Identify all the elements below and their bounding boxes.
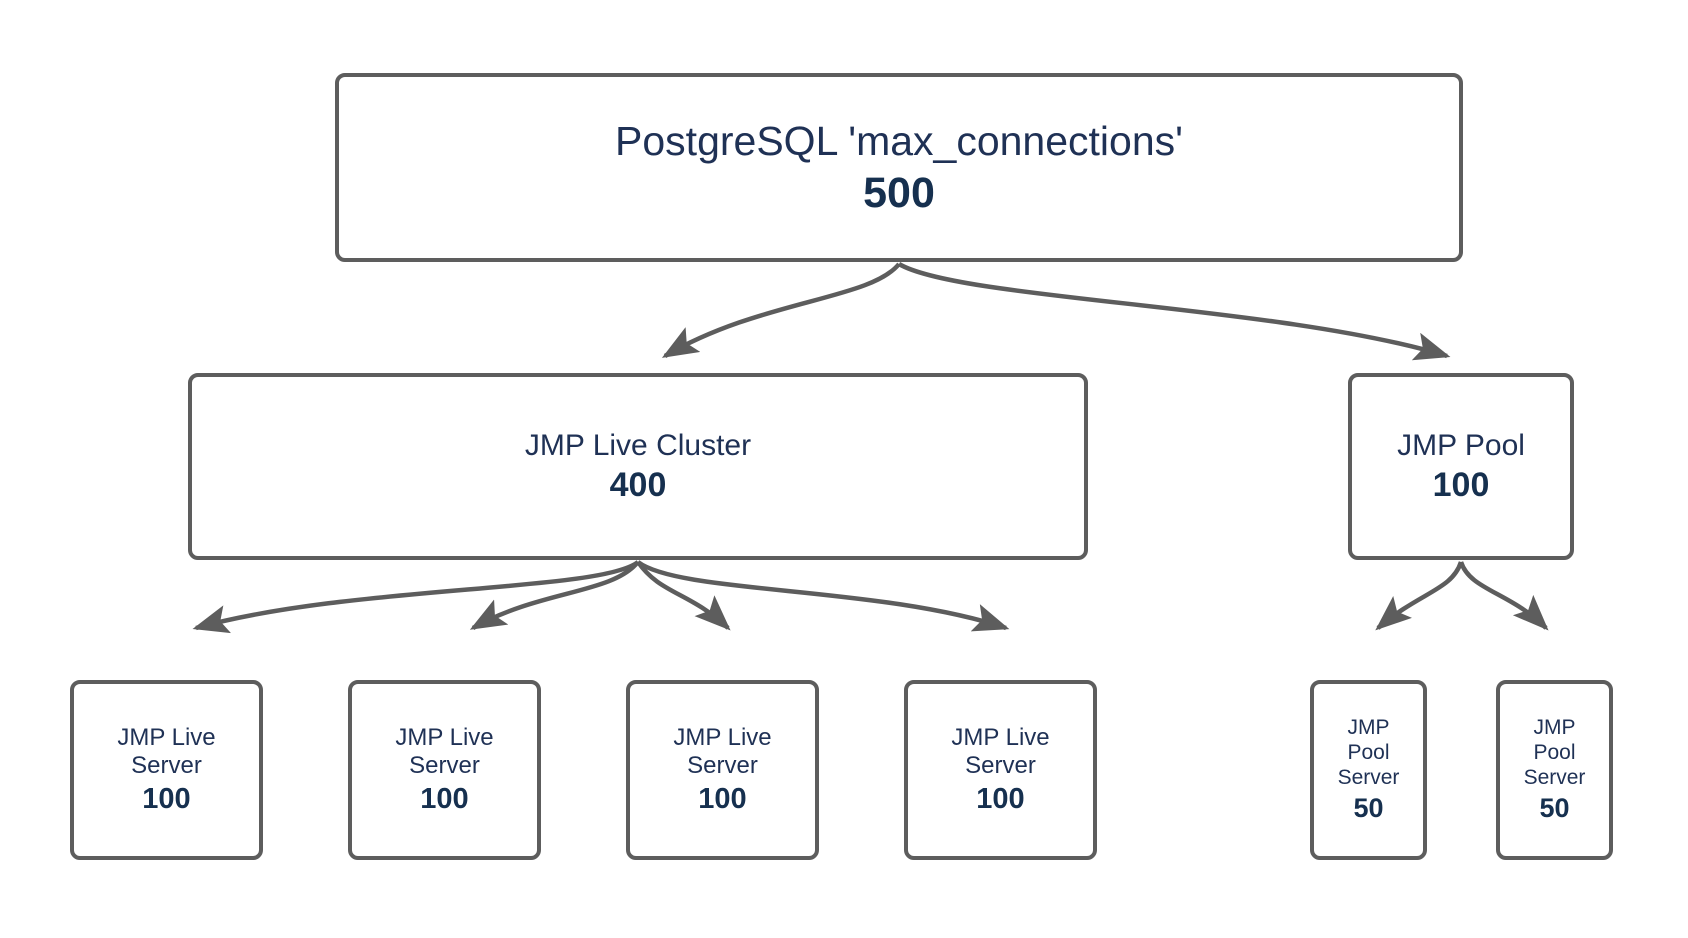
edge-live-cluster-to-server-4 (636, 560, 1010, 632)
node-value: 100 (142, 783, 191, 816)
node-jmp-pool[interactable]: JMP Pool 100 (1348, 373, 1574, 560)
edge-pool-to-pool-server-2 (1458, 561, 1549, 631)
node-jmp-live-server[interactable]: JMP Live Server 100 (626, 680, 819, 860)
node-label: JMP Live Server (395, 723, 494, 779)
node-postgresql-max-connections[interactable]: PostgreSQL 'max_connections' 500 (335, 73, 1463, 262)
edge-live-cluster-to-server-2 (469, 560, 640, 630)
edge-live-cluster-to-server-3 (636, 560, 731, 631)
node-label: JMP Live Cluster (524, 428, 752, 462)
node-jmp-live-server[interactable]: JMP Live Server 100 (70, 680, 263, 860)
node-jmp-live-cluster[interactable]: JMP Live Cluster 400 (188, 373, 1088, 560)
node-label: JMP Live Server (951, 723, 1050, 779)
edge-root-to-pool (897, 262, 1451, 361)
node-label: JMP Live Server (117, 723, 216, 779)
edge-root-to-live-cluster (661, 262, 901, 358)
node-jmp-live-server[interactable]: JMP Live Server 100 (904, 680, 1097, 860)
node-jmp-pool-server[interactable]: JMP Pool Server 50 (1310, 680, 1427, 860)
node-value: 500 (863, 168, 935, 217)
node-label: JMP Pool Server (1523, 716, 1586, 789)
node-jmp-pool-server[interactable]: JMP Pool Server 50 (1496, 680, 1613, 860)
node-value: 400 (609, 466, 667, 505)
node-label: JMP Pool Server (1337, 716, 1400, 789)
edge-live-cluster-to-server-1 (192, 560, 640, 634)
node-value: 100 (420, 783, 469, 816)
node-value: 100 (976, 783, 1025, 816)
node-jmp-live-server[interactable]: JMP Live Server 100 (348, 680, 541, 860)
node-value: 100 (1432, 466, 1490, 505)
edge-pool-to-pool-server-1 (1375, 561, 1464, 631)
node-label: JMP Pool (1397, 428, 1525, 462)
node-value: 100 (698, 783, 747, 816)
node-value: 50 (1353, 792, 1384, 823)
node-label: PostgreSQL 'max_connections' (615, 117, 1183, 164)
node-label: JMP Live Server (673, 723, 772, 779)
node-value: 50 (1539, 792, 1570, 823)
